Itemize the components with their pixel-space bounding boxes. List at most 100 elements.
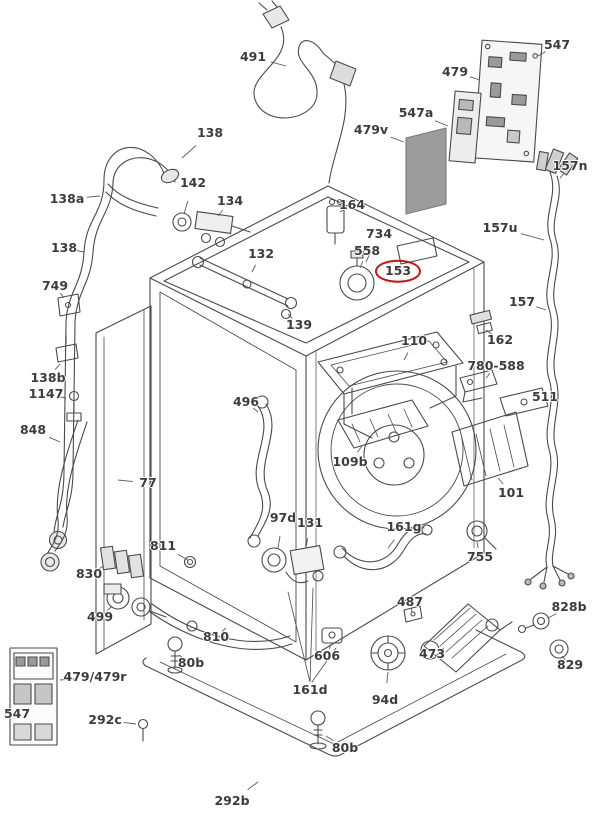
cover-plate-153-drawing bbox=[396, 237, 438, 265]
part-label-547a: 547a bbox=[398, 104, 434, 120]
leader-line-157n bbox=[559, 172, 565, 179]
leader-line-109b bbox=[356, 445, 363, 453]
part-label-848: 848 bbox=[19, 421, 47, 437]
part-label-479v: 479v bbox=[353, 121, 389, 137]
clamp-755-drawing bbox=[466, 520, 497, 550]
part-label-157u: 157u bbox=[482, 219, 518, 235]
leader-line-811 bbox=[177, 554, 189, 561]
part-label-558: 558 bbox=[353, 242, 381, 258]
leader-line-134 bbox=[217, 209, 224, 217]
drum-drawing bbox=[317, 370, 477, 530]
clip-138b-drawing bbox=[55, 334, 79, 363]
leader-line-94d bbox=[386, 671, 389, 684]
leader-line-496 bbox=[252, 407, 259, 413]
leader-line-848 bbox=[49, 436, 61, 443]
left-side-panel-drawing bbox=[95, 305, 152, 655]
seal-rings-drawing bbox=[517, 612, 569, 659]
pressure-switch-drawing bbox=[339, 250, 375, 301]
part-label-828b: 828b bbox=[551, 598, 587, 614]
part-label-161d: 161d bbox=[292, 681, 328, 697]
part-label-161g: 161g bbox=[386, 518, 422, 534]
leader-line-77 bbox=[117, 479, 133, 482]
screw-292c-drawing bbox=[137, 718, 149, 742]
leader-line-749 bbox=[60, 292, 65, 299]
control-board-drawing bbox=[405, 39, 543, 215]
water-valve-drawing bbox=[103, 583, 167, 618]
part-label-77: 77 bbox=[139, 474, 157, 490]
pulley-drawing bbox=[370, 635, 406, 671]
leader-line-132 bbox=[251, 264, 257, 273]
part-label-292c: 292c bbox=[88, 711, 122, 727]
part-label-80b: 80b bbox=[177, 654, 205, 670]
part-label-292b: 292b bbox=[214, 792, 250, 808]
part-label-749: 749 bbox=[41, 277, 69, 293]
part-label-157: 157 bbox=[508, 293, 536, 309]
part-label-138: 138 bbox=[196, 124, 224, 140]
part-label-491: 491 bbox=[239, 48, 267, 64]
part-label-139: 139 bbox=[285, 316, 313, 332]
part-label-496: 496 bbox=[232, 393, 260, 409]
part-label-734: 734 bbox=[365, 225, 393, 241]
emc-plate-drawing bbox=[405, 127, 447, 215]
power-cord-drawing bbox=[253, 0, 357, 184]
part-label-499: 499 bbox=[86, 608, 114, 624]
leader-line-487 bbox=[410, 607, 413, 613]
bracket-487-drawing bbox=[403, 605, 423, 623]
leader-line-547 bbox=[537, 51, 546, 57]
motor-drawing bbox=[420, 603, 513, 673]
leader-line-142 bbox=[183, 200, 189, 215]
leader-line-810 bbox=[221, 627, 227, 632]
leader-line-755 bbox=[476, 541, 479, 549]
top-crossbar-drawing bbox=[317, 331, 464, 439]
leader-line-473 bbox=[438, 647, 445, 651]
part-label-131: 131 bbox=[296, 514, 324, 530]
leader-line-780-588 bbox=[485, 372, 491, 379]
part-label-164: 164 bbox=[338, 196, 366, 212]
part-label-138a: 138a bbox=[49, 190, 85, 206]
bracket-109b-drawing bbox=[337, 399, 429, 449]
leader-line-110 bbox=[403, 352, 409, 361]
screw-1147-drawing bbox=[66, 390, 82, 422]
part-label-134: 134 bbox=[216, 192, 244, 208]
leader-line-547a bbox=[435, 120, 449, 127]
part-label-473: 473 bbox=[418, 645, 446, 661]
terminal-block-drawing bbox=[99, 545, 145, 579]
part-label-142: 142 bbox=[179, 174, 207, 190]
leader-line-830 bbox=[97, 565, 105, 570]
part-label-479: 479 bbox=[441, 63, 469, 79]
pump-housing-drawing bbox=[261, 545, 325, 584]
part-label-479-479r: 479/479r bbox=[63, 668, 127, 684]
part-label-511: 511 bbox=[531, 388, 559, 404]
leader-lines-161d bbox=[287, 587, 337, 683]
connector-162-drawing bbox=[469, 309, 493, 335]
part-label-132: 132 bbox=[247, 245, 275, 261]
wiring-harness-drawing bbox=[524, 148, 579, 590]
leader-line-131 bbox=[305, 537, 309, 549]
power-module-drawing bbox=[9, 647, 58, 746]
leader-line-1147 bbox=[57, 395, 67, 399]
part-label-110: 110 bbox=[400, 332, 428, 348]
pump-hose-drawing bbox=[149, 555, 293, 650]
bracket-511-drawing bbox=[499, 387, 549, 417]
leader-line-162 bbox=[485, 329, 492, 335]
foot-bolt-bottom-drawing bbox=[309, 710, 327, 750]
leader-line-97d bbox=[277, 535, 281, 549]
part-label-153-highlighted: 153 bbox=[374, 259, 422, 283]
part-label-830: 830 bbox=[75, 565, 103, 581]
leader-line-161g bbox=[387, 539, 395, 549]
bracket-780-588-drawing bbox=[459, 369, 498, 403]
leader-line-138 bbox=[75, 249, 85, 253]
leader-line-139 bbox=[287, 313, 293, 319]
inlet-valve-assembly-drawing bbox=[172, 211, 251, 248]
leader-line-292c bbox=[123, 721, 137, 725]
leader-line-734 bbox=[365, 250, 372, 263]
base-plate-drawing bbox=[142, 629, 526, 757]
leader-line-157 bbox=[536, 306, 547, 311]
leader-line-101 bbox=[497, 477, 504, 485]
drain-hose-drawing bbox=[48, 146, 180, 550]
leader-line-558 bbox=[359, 261, 364, 269]
part-label-94d: 94d bbox=[371, 691, 399, 707]
part-label-80b: 80b bbox=[331, 739, 359, 755]
